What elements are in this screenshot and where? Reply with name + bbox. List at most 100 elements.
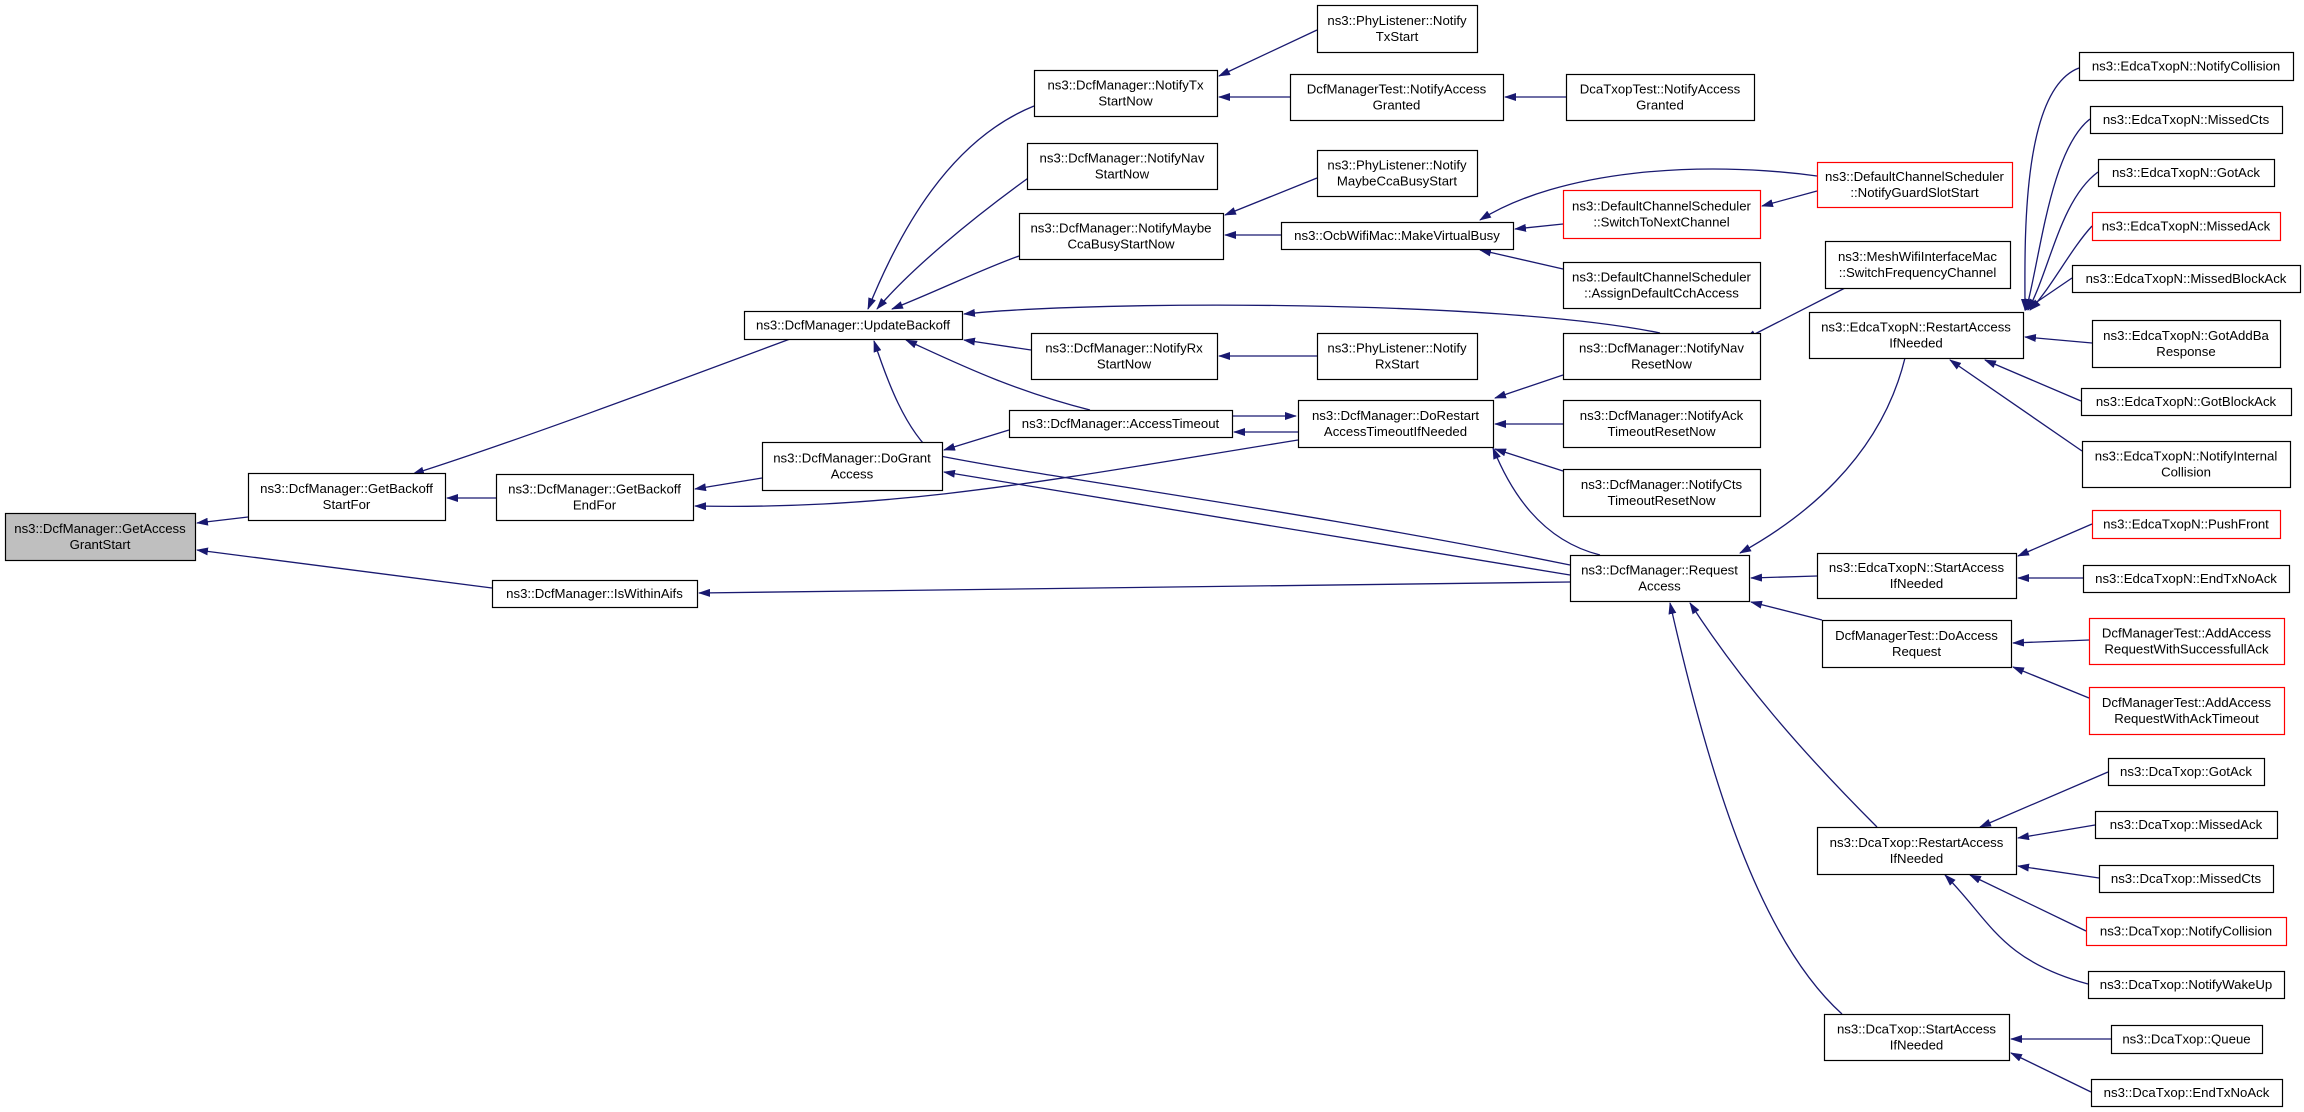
node-box xyxy=(2085,916,2288,947)
edge-edcagotblockack-to-edcarestart xyxy=(1984,359,2082,402)
node-box xyxy=(1033,69,1219,118)
node-meshswitch[interactable]: ns3::MeshWifiInterfaceMac::SwitchFrequen… xyxy=(1824,240,2012,290)
node-updatebackoff[interactable]: ns3::DcfManager::UpdateBackoff xyxy=(743,310,964,341)
node-switchnext[interactable]: ns3::DefaultChannelScheduler::SwitchToNe… xyxy=(1562,189,1762,240)
node-label-line: ns3::DefaultChannelScheduler xyxy=(1825,169,2004,184)
node-addaccesssuccess[interactable]: DcfManagerTest::AddAccessRequestWithSucc… xyxy=(2088,617,2286,666)
edge-dcacollision-to-dcarestart xyxy=(1969,874,2087,932)
edge-dogrant-to-getbackoffend xyxy=(694,477,763,492)
node-dorestart[interactable]: ns3::DcfManager::DoRestartAccessTimeoutI… xyxy=(1297,399,1495,449)
node-label-line: ns3::DcfManager::Request xyxy=(1581,563,1738,578)
edge-dcamissedack-to-dcarestart xyxy=(2017,824,2096,841)
node-assigncch[interactable]: ns3::DefaultChannelScheduler::AssignDefa… xyxy=(1562,261,1762,310)
edge-phytx-to-notifytx xyxy=(1218,29,1318,77)
node-ctsreset[interactable]: ns3::DcfManager::NotifyCtsTimeoutResetNo… xyxy=(1562,468,1762,518)
node-label-line: StartNow xyxy=(1097,357,1152,372)
edge-edcastart-to-requestaccess xyxy=(1750,573,1818,582)
node-label-line: ns3::EdcaTxopN::PushFront xyxy=(2103,517,2269,532)
node-dcacollision[interactable]: ns3::DcaTxop::NotifyCollision xyxy=(2085,916,2288,947)
node-dcamissedcts[interactable]: ns3::DcaTxop::MissedCts xyxy=(2098,864,2275,894)
node-guardslot[interactable]: ns3::DefaultChannelScheduler::NotifyGuar… xyxy=(1816,161,2014,209)
node-label-line: ns3::OcbWifiMac::MakeVirtualBusy xyxy=(1294,228,1500,243)
edge-dcastart-to-requestaccess xyxy=(1668,602,1843,1015)
node-box xyxy=(2091,319,2282,369)
node-accesstimeout[interactable]: ns3::DcfManager::AccessTimeout xyxy=(1008,409,1234,439)
node-box xyxy=(1562,261,1762,310)
node-phymaybe[interactable]: ns3::PhyListener::NotifyMaybeCcaBusyStar… xyxy=(1316,149,1479,198)
node-label-line: ns3::EdcaTxopN::StartAccess xyxy=(1829,560,2005,575)
node-label-line: ns3::EdcaTxopN::NotifyInternal xyxy=(2095,449,2278,464)
node-label-line: ns3::EdcaTxopN::GotBlockAck xyxy=(2096,394,2277,409)
node-box xyxy=(1821,619,2013,669)
node-ocbvirtual[interactable]: ns3::OcbWifiMac::MakeVirtualBusy xyxy=(1280,221,1515,251)
node-label-line: ns3::DcaTxop::RestartAccess xyxy=(1830,835,2004,850)
edge-dcawakeup-to-dcarestart xyxy=(1944,874,2089,985)
node-box xyxy=(1565,73,1756,122)
node-edcamissedblockack[interactable]: ns3::EdcaTxopN::MissedBlockAck xyxy=(2071,264,2302,294)
node-edcagotack[interactable]: ns3::EdcaTxopN::GotAck xyxy=(2097,158,2276,188)
node-edcagotblockack[interactable]: ns3::EdcaTxopN::GotBlockAck xyxy=(2080,387,2293,417)
node-box xyxy=(1316,149,1479,198)
node-label-line: DcfManagerTest::DoAccess xyxy=(1835,628,1998,643)
node-dcaqueue[interactable]: ns3::DcaTxop::Queue xyxy=(2110,1024,2264,1055)
node-label-line: Granted xyxy=(1636,98,1684,113)
edge-switchnext-to-ocbvirtual xyxy=(1514,223,1564,232)
node-edcamissedack[interactable]: ns3::EdcaTxopN::MissedAck xyxy=(2091,211,2282,242)
edge-notifyrx-to-updatebackoff xyxy=(963,337,1032,351)
edge-dcftestdoaccess-to-requestaccess xyxy=(1750,600,1823,621)
node-iswithinaifs[interactable]: ns3::DcfManager::IsWithinAifs xyxy=(491,579,699,609)
edge-phymaybe-to-notifymaybe xyxy=(1224,177,1318,216)
node-box xyxy=(1018,212,1225,261)
edge-edcarestart-to-requestaccess xyxy=(1739,357,1906,554)
node-notifymaybe[interactable]: ns3::DcfManager::NotifyMaybeCcaBusyStart… xyxy=(1018,212,1225,261)
node-ackreset[interactable]: ns3::DcfManager::NotifyAckTimeoutResetNo… xyxy=(1562,399,1762,449)
node-edcacollision[interactable]: ns3::EdcaTxopN::NotifyCollision xyxy=(2078,51,2295,82)
node-box xyxy=(491,579,699,609)
node-label-line: ns3::PhyListener::Notify xyxy=(1327,341,1467,356)
node-label-line: IfNeeded xyxy=(1889,336,1943,351)
node-dcaendtxnoack[interactable]: ns3::DcaTxop::EndTxNoAck xyxy=(2090,1078,2284,1108)
node-edcaendtxnoack[interactable]: ns3::EdcaTxopN::EndTxNoAck xyxy=(2082,564,2291,594)
node-box xyxy=(2097,158,2276,188)
node-edcamissedcts[interactable]: ns3::EdcaTxopN::MissedCts xyxy=(2089,105,2284,135)
node-dcawakeup[interactable]: ns3::DcaTxop::NotifyWakeUp xyxy=(2087,970,2286,1000)
node-dcamissedack[interactable]: ns3::DcaTxop::MissedAck xyxy=(2094,810,2279,840)
node-dcagotack[interactable]: ns3::DcaTxop::GotAck xyxy=(2107,757,2266,787)
node-box xyxy=(1816,826,2018,876)
node-box xyxy=(1569,554,1751,603)
node-box xyxy=(2087,970,2286,1000)
node-box xyxy=(4,512,197,562)
node-label-line: CcaBusyStartNow xyxy=(1067,237,1174,252)
node-box xyxy=(2071,264,2302,294)
node-addaccesstimeout[interactable]: DcfManagerTest::AddAccessRequestWithAckT… xyxy=(2088,686,2286,736)
edge-edcamissedcts-to-edcarestart xyxy=(2025,118,2091,311)
edge-notifynav-to-updatebackoff xyxy=(876,175,1032,310)
node-label-line: AccessTimeoutIfNeeded xyxy=(1324,424,1467,439)
node-label-line: StartFor xyxy=(323,497,371,512)
node-box xyxy=(1297,399,1495,449)
node-box xyxy=(2098,864,2275,894)
node-box xyxy=(1824,240,2012,290)
node-box xyxy=(2090,1078,2284,1108)
node-edcapushfront[interactable]: ns3::EdcaTxopN::PushFront xyxy=(2091,509,2282,540)
